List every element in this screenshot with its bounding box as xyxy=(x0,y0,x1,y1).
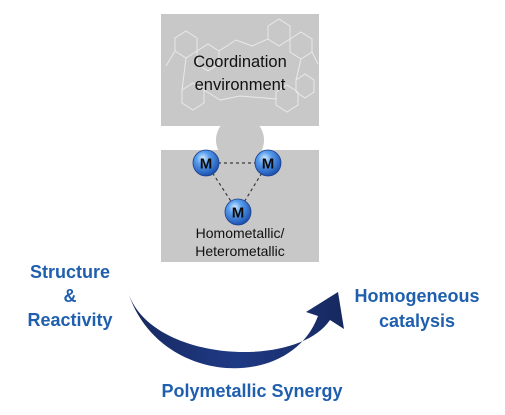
metal-atom-3: M xyxy=(224,198,252,226)
metallic-label-line1: Homometallic/ xyxy=(196,225,285,241)
metal-sphere-icon xyxy=(254,149,282,177)
coordination-puzzle-piece: Coordination environment xyxy=(161,14,319,164)
left-label-line1: Structure xyxy=(30,262,110,282)
metal-sphere-icon xyxy=(224,198,252,226)
coordination-label-line1: Coordination xyxy=(193,53,287,71)
top-piece-body xyxy=(161,14,319,126)
structure-reactivity-label: Structure & Reactivity xyxy=(27,262,112,330)
polymetallic-synergy-label: Polymetallic Synergy xyxy=(161,381,342,401)
metal-label: M xyxy=(232,205,245,222)
metallic-label-line2: Heterometallic xyxy=(195,243,284,259)
coordination-label-line2: environment xyxy=(195,76,286,94)
metal-atom-2: M xyxy=(254,149,282,177)
metal-label: M xyxy=(200,156,213,173)
metal-atom-1: M xyxy=(192,149,220,177)
right-label-line2: catalysis xyxy=(379,311,455,331)
metal-sphere-icon xyxy=(192,149,220,177)
synergy-curved-arrow xyxy=(128,292,344,369)
left-label-line2: & xyxy=(64,286,77,306)
metal-puzzle-piece: M M M Homometallic/ Heterometallic xyxy=(161,149,319,262)
molecule-sketch xyxy=(165,18,319,113)
right-label-line1: Homogeneous xyxy=(354,286,479,306)
left-label-line3: Reactivity xyxy=(27,310,112,330)
metal-label: M xyxy=(262,156,275,173)
catalysis-label: Homogeneous catalysis xyxy=(354,286,479,331)
